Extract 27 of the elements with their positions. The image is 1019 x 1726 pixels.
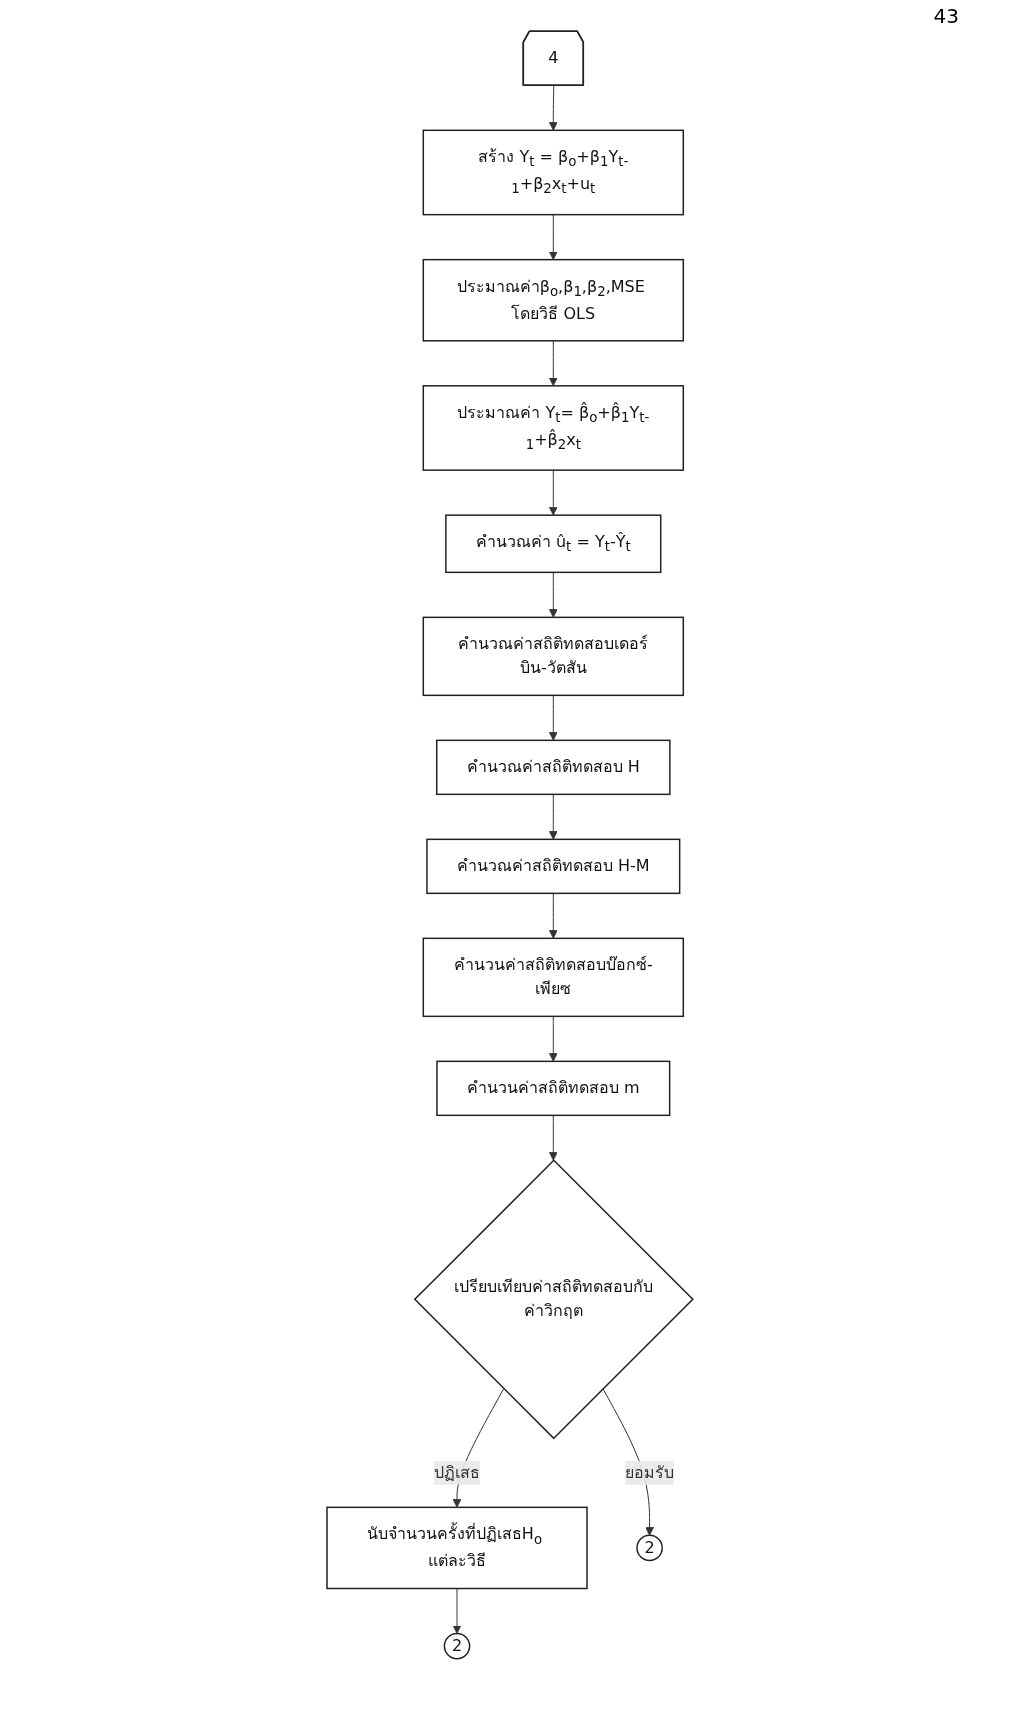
node-box: คำนวนค่าสถิติทดสอบ m [435, 1060, 670, 1117]
node-box: คำนวณค่า û$_{t}$ = Y$_{t}$-Ŷ$_{t}$ [444, 514, 662, 574]
arrow [548, 571, 558, 618]
node-box: สร้าง Y$_{t}$ = β$_{o}$+β$_{1}$Y$_{t-}$$_{1}$+β$_{2}$x$_{t}$+u$_{t}$ [422, 129, 684, 216]
arrow [548, 793, 558, 840]
arrow [548, 340, 558, 387]
arrow [452, 1588, 461, 1634]
arrow [548, 1114, 558, 1161]
arrow [548, 469, 558, 516]
arrow [548, 214, 558, 261]
node-box: คำนวณค่าสถิติทดสอบเดอร์บิน-วัตสัน [422, 616, 684, 697]
arrow [548, 892, 558, 939]
page-number: 43 [933, 4, 959, 28]
node-box: คำนวณค่าสถิติทดสอบ H-M [425, 838, 680, 895]
arrow [548, 1015, 558, 1062]
node-box: คำนวณค่าสถิติทดสอบ H [435, 739, 671, 796]
edge-label: ยอมรับ [624, 1462, 674, 1482]
node-box: ประมาณค่าβ$_{o}$,β$_{1}$,β$_{2}$,MSE โดยวิธี OLS [422, 258, 684, 342]
node-circle: 2 [443, 1632, 470, 1660]
node-diamond: เปรียบเทียบค่าสถิติทดสอบกับค่าวิกฤต [413, 1159, 694, 1440]
edge-label: ปฏิเสธ [433, 1462, 480, 1482]
node-box: คำนวนค่าสถิติทดสอบบ๊อกซ์-เพียซ [422, 937, 684, 1018]
arrow [548, 85, 558, 131]
node-circle: 2 [635, 1534, 663, 1562]
node-box: นับจำนวนครั้งที่ปฏิเสธH$_{o}$ แต่ละวิธี [325, 1506, 588, 1590]
node-box: ประมาณค่า Y$_{t}$= β̂$_{o}$+β̂$_{1}$Y$_{t-}$$_{1}$+β̂$_{2}$x$_{t}$ [422, 385, 684, 471]
arrow [548, 694, 558, 741]
